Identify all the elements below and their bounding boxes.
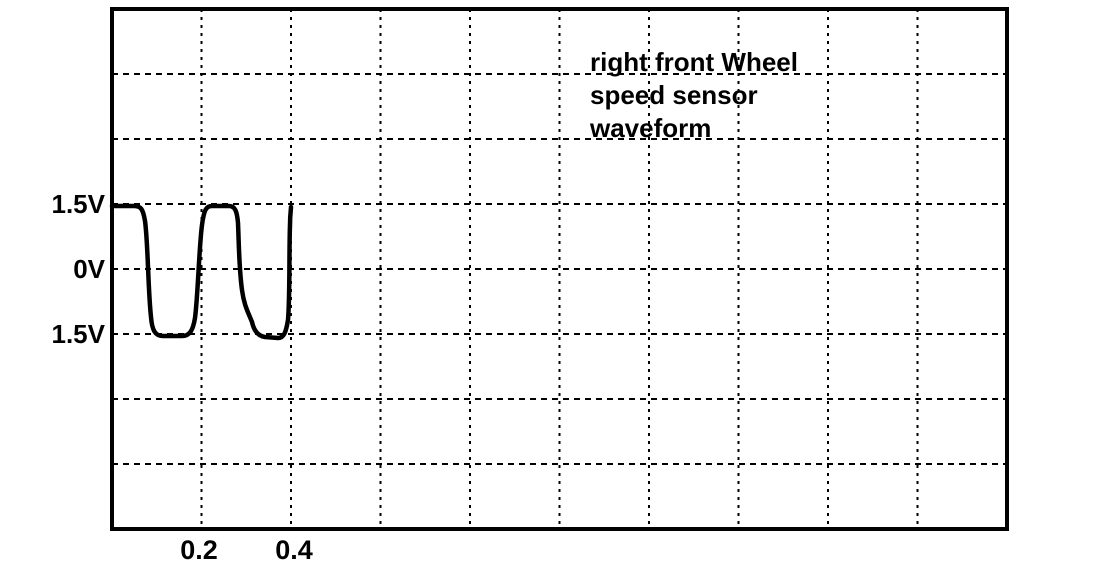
waveform-trace xyxy=(109,203,294,341)
chart-title-line-1: right front Wheel xyxy=(590,47,798,77)
x-axis-label-0-2: 0.2 xyxy=(180,535,218,565)
chart-title-line-3: waveform xyxy=(590,113,712,143)
chart-title-line-2: speed sensor xyxy=(590,80,758,110)
y-axis-label-low: 1.5V xyxy=(51,319,106,349)
x-axis-label-0-4: 0.4 xyxy=(275,535,313,565)
y-axis-label-zero: 0V xyxy=(73,254,105,284)
grid-lines xyxy=(112,9,1007,529)
y-axis-label-high: 1.5V xyxy=(51,189,106,219)
plot-border xyxy=(110,7,1009,531)
chart-title: right front Wheel speed sensor waveform xyxy=(590,46,798,145)
